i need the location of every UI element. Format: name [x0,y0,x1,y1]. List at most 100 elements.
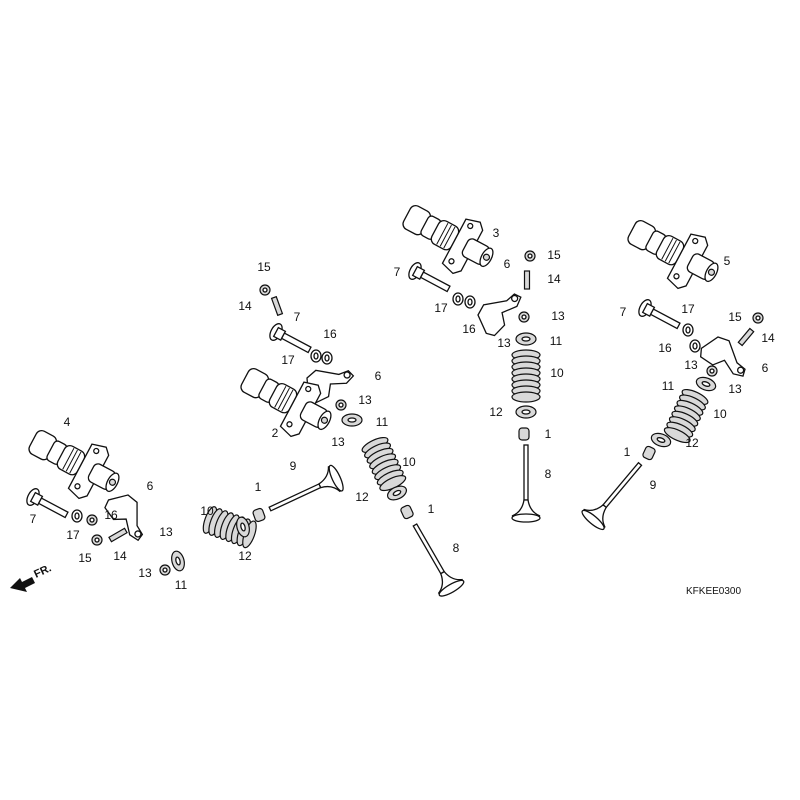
nut[interactable] [752,312,764,324]
callout[interactable]: 17 [434,301,448,315]
callout[interactable]: 15 [728,310,742,324]
callout[interactable]: 15 [78,551,92,565]
callout[interactable]: 13 [358,393,372,407]
washer[interactable] [71,509,83,523]
stem-seal[interactable] [641,444,657,462]
spring-seat[interactable] [515,405,537,419]
callout[interactable]: 17 [281,353,295,367]
callout[interactable]: 14 [761,331,775,345]
stem-seal[interactable] [399,503,415,521]
valve-spring[interactable] [359,433,409,495]
front-arrow-icon [10,577,35,592]
nut[interactable] [91,534,103,546]
callout[interactable]: 13 [728,382,742,396]
callout[interactable]: 17 [681,302,695,316]
callout[interactable]: 15 [257,260,271,274]
camshaft[interactable] [617,204,730,302]
front-indicator: FR. [10,562,53,592]
group-camshaft-2 [230,284,467,600]
diagram-code: KFKEE0300 [686,586,741,597]
callout[interactable]: 7 [620,305,627,319]
callout[interactable]: 11 [550,334,563,348]
adjusting-screw[interactable] [270,296,284,316]
callout[interactable]: 13 [159,525,173,539]
callout[interactable]: 7 [30,512,37,526]
callout[interactable]: 1 [624,445,631,459]
callout[interactable]: 10 [200,504,214,518]
callout[interactable]: 6 [762,361,769,375]
callout[interactable]: 13 [551,309,565,323]
cotter[interactable] [518,311,530,323]
callout[interactable]: 10 [402,455,416,469]
adjusting-screw[interactable] [108,527,128,543]
callout[interactable]: 6 [147,479,154,493]
callout[interactable]: 15 [547,248,561,262]
intake-valve[interactable] [511,444,541,523]
callout[interactable]: 7 [394,265,401,279]
callout[interactable]: 10 [713,407,727,421]
callout[interactable]: 1 [255,480,262,494]
intake-valve[interactable] [402,517,467,600]
stem-seal[interactable] [251,507,267,523]
callout[interactable]: 11 [376,415,389,429]
washer[interactable] [310,349,322,363]
callout[interactable]: 2 [272,426,279,440]
callout[interactable]: 7 [294,310,301,324]
callout[interactable]: 12 [489,405,503,419]
callout[interactable]: 5 [724,254,731,268]
exhaust-valve[interactable] [579,454,652,533]
callout[interactable]: 1 [428,502,435,516]
callout[interactable]: 16 [323,327,337,341]
nut[interactable] [524,250,536,262]
callout[interactable]: 13 [138,566,152,580]
callout[interactable]: 6 [504,257,511,271]
nut[interactable] [86,514,98,526]
washer[interactable] [464,295,476,309]
rocker-shaft[interactable] [635,297,684,335]
callout[interactable]: 11 [175,578,188,592]
callout[interactable]: 1 [545,427,552,441]
camshaft[interactable] [230,352,343,450]
callout[interactable]: 12 [238,549,252,563]
callout[interactable]: 6 [375,369,382,383]
callout[interactable]: 13 [684,358,698,372]
adjusting-screw[interactable] [523,270,531,290]
washer[interactable] [452,292,464,306]
callout[interactable]: 4 [64,415,71,429]
callout[interactable]: 8 [545,467,552,481]
valve-spring[interactable] [511,349,541,403]
washer[interactable] [682,323,694,337]
callout[interactable]: 9 [650,478,657,492]
callout[interactable]: 12 [685,436,699,450]
callout[interactable]: 10 [550,366,564,380]
callout[interactable]: 17 [66,528,80,542]
callout[interactable]: 13 [497,336,511,350]
callout[interactable]: 16 [462,322,476,336]
spring-retainer[interactable] [693,374,719,394]
callout[interactable]: 12 [355,490,369,504]
callout[interactable]: 14 [238,299,252,313]
callout[interactable]: 14 [547,272,561,286]
spring-retainer[interactable] [341,413,363,427]
cotter[interactable] [335,399,347,411]
spring-retainer[interactable] [515,332,537,346]
nut[interactable] [259,284,271,296]
callout[interactable]: 14 [113,549,127,563]
washer[interactable] [689,339,701,353]
spring-retainer[interactable] [168,549,188,573]
exhaust-valve[interactable] [263,463,347,523]
front-label: FR. [32,562,53,580]
cotter[interactable] [706,365,718,377]
callout[interactable]: 16 [104,508,118,522]
callout[interactable]: 13 [331,435,345,449]
stem-seal[interactable] [518,427,530,441]
cotter[interactable] [159,564,171,576]
callout[interactable]: 3 [493,226,500,240]
callout[interactable]: 11 [662,379,675,393]
washer[interactable] [321,351,333,365]
adjusting-screw[interactable] [737,327,755,347]
callout[interactable]: 8 [453,541,460,555]
callout[interactable]: 16 [658,341,672,355]
callout[interactable]: 9 [290,459,297,473]
